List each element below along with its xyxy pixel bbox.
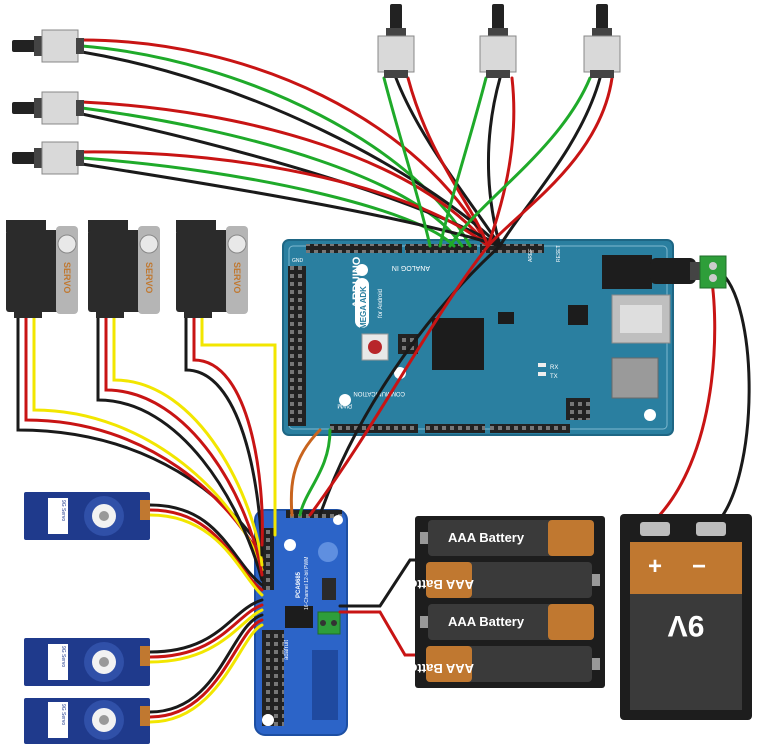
usb-b-port bbox=[611, 357, 659, 399]
label-gnd: GND bbox=[292, 258, 304, 264]
header-bottom-2 bbox=[425, 424, 485, 433]
servos-black: SERVO SERVO SERVO bbox=[6, 220, 248, 318]
servo-black: SERVO bbox=[88, 220, 160, 318]
aaa-cell-label: AAA Battery bbox=[448, 614, 525, 629]
aaa-cell: AAA Battery bbox=[397, 562, 600, 598]
header-power bbox=[480, 244, 544, 253]
label-reset: RESET bbox=[556, 245, 562, 262]
servos-blue: 9G Servo 9G Servo 9G Servo bbox=[24, 492, 150, 744]
pca-maker: adafruit bbox=[284, 640, 290, 660]
label-rx: RX bbox=[550, 365, 558, 371]
potentiometer bbox=[583, 4, 621, 78]
potentiometers-top bbox=[377, 4, 621, 78]
header-bottom-1 bbox=[330, 424, 418, 433]
pca-terminal bbox=[317, 611, 341, 635]
label-analog-in: ANALOG IN bbox=[392, 264, 430, 271]
aaa-cell: AAA Battery bbox=[397, 646, 600, 682]
servo-blue-label: 9G Servo bbox=[60, 646, 66, 667]
pca-chip bbox=[285, 606, 313, 628]
servo-blue: 9G Servo bbox=[24, 638, 150, 686]
label-pwm: PWM bbox=[337, 402, 352, 408]
header-analog bbox=[405, 244, 477, 253]
aaa-cell: AAA Battery bbox=[420, 520, 594, 556]
screw-terminal bbox=[699, 255, 727, 289]
header-top-left bbox=[306, 244, 402, 253]
potentiometer bbox=[12, 91, 84, 125]
servo-blue-label: 9G Servo bbox=[60, 704, 66, 725]
potentiometer bbox=[377, 4, 415, 78]
servo-label: SERVO bbox=[62, 262, 72, 293]
potentiometer bbox=[12, 141, 84, 175]
label-aref: AREF bbox=[528, 249, 534, 262]
arduino-mega-adk: ARDUINO MEGA ADK for Android ANALOG IN C… bbox=[282, 239, 674, 436]
servo-label: SERVO bbox=[144, 262, 154, 293]
servo-blue-label: 9G Servo bbox=[60, 500, 66, 521]
servo-blue: 9G Servo bbox=[24, 492, 150, 540]
arduino-model: MEGA ADK bbox=[359, 286, 368, 329]
aaa-cell-label: AAA Battery bbox=[448, 530, 525, 545]
reset-button bbox=[368, 340, 382, 354]
potentiometer bbox=[12, 29, 84, 63]
arduino-subtitle: for Android bbox=[378, 289, 384, 318]
servo-blue: 9G Servo bbox=[24, 698, 150, 744]
battery-9v: + − 9V bbox=[620, 514, 752, 720]
battery-minus: − bbox=[692, 553, 706, 580]
battery-plus: + bbox=[648, 553, 662, 580]
wires bbox=[16, 38, 751, 724]
header-digital-left bbox=[288, 266, 306, 426]
potentiometer bbox=[479, 4, 517, 78]
servo-black: SERVO bbox=[6, 220, 78, 318]
potentiometers-left bbox=[12, 29, 84, 175]
header-bottom-3 bbox=[490, 424, 570, 433]
pca9685-board: PCA9685 16-Channel 12-bit PWM adafruit bbox=[254, 509, 348, 736]
aaa-battery-pack: AAA Battery AAA Battery AAA Battery AAA … bbox=[397, 516, 605, 688]
label-tx: TX bbox=[550, 374, 558, 380]
battery-voltage: 9V bbox=[668, 609, 705, 642]
pca-title: PCA9685 bbox=[296, 571, 302, 598]
pca-subtitle: 16-Channel 12-bit PWM bbox=[304, 557, 310, 610]
power-jack bbox=[602, 255, 652, 289]
aaa-cell: AAA Battery bbox=[420, 604, 594, 640]
servo-black: SERVO bbox=[176, 220, 248, 318]
aaa-cell-label: AAA Battery bbox=[397, 577, 474, 592]
servo-label: SERVO bbox=[232, 262, 242, 293]
dc-barrel-adapter bbox=[650, 255, 727, 289]
mcu-chip bbox=[432, 318, 484, 370]
aaa-cell-label: AAA Battery bbox=[397, 661, 474, 676]
